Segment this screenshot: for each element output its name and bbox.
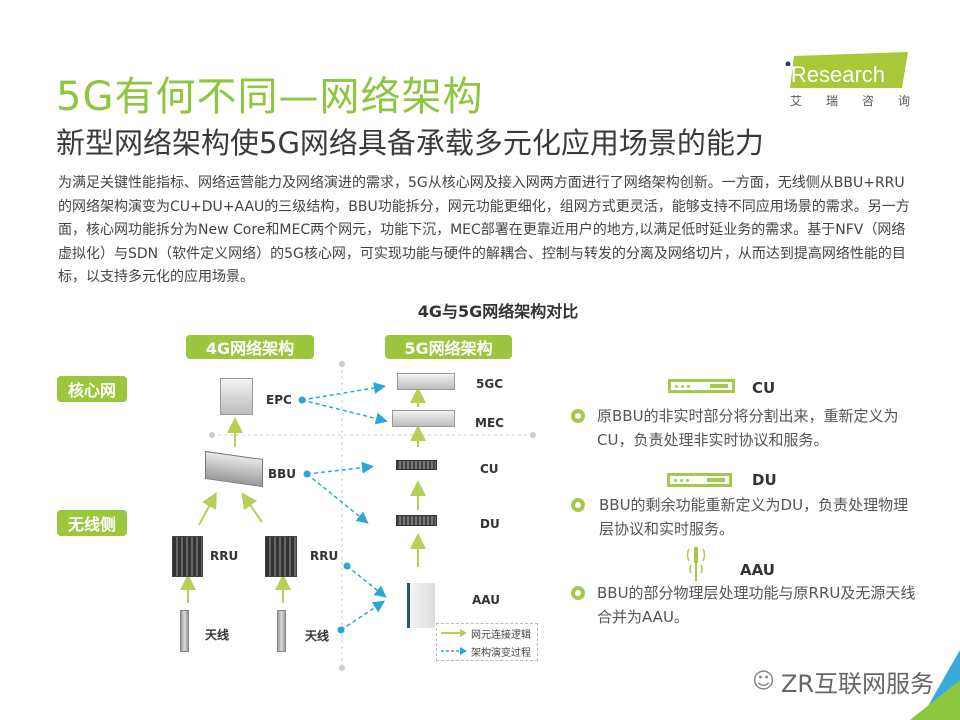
aau-heading: AAU bbox=[740, 561, 775, 579]
aau-description: BBU的部分物理层处理功能与原RRU及无源天线合并为AAU。 bbox=[597, 584, 916, 626]
diagram-title: 4G与5G网络架构对比 bbox=[417, 302, 579, 321]
logo-char: 询 bbox=[897, 94, 910, 108]
legend-solid-label: 网元连接逻辑 bbox=[471, 629, 531, 641]
aau-device bbox=[407, 583, 435, 628]
server-icon bbox=[668, 379, 735, 393]
rru-device bbox=[172, 536, 203, 577]
evolution-arrows bbox=[301, 382, 388, 631]
logo-chinese: 艾瑞咨询 bbox=[790, 92, 910, 109]
row-radio-label: 无线侧 bbox=[57, 510, 127, 536]
mec-label: MEC bbox=[475, 416, 504, 430]
mec-server bbox=[392, 410, 455, 427]
antenna-device bbox=[277, 610, 286, 652]
5gc-label: 5GC bbox=[476, 377, 504, 391]
watermark-text: ZR互联网服务 bbox=[780, 670, 935, 698]
antenna-label-2: 天线 bbox=[305, 629, 330, 643]
divider-lines bbox=[209, 361, 536, 671]
legend-solid: 网元连接逻辑 bbox=[437, 624, 537, 642]
rru-label-2: RRU bbox=[310, 549, 339, 563]
server-icon bbox=[667, 473, 732, 487]
cu-heading: CU bbox=[752, 379, 776, 397]
rru-label-1: RRU bbox=[210, 549, 239, 563]
du-server bbox=[396, 515, 437, 526]
du-description: BBU的剩余功能重新定义为DU，负责处理物理层协议和实时服务。 bbox=[599, 496, 909, 538]
logo-char: 艾 bbox=[790, 94, 803, 108]
logo-char: 咨 bbox=[861, 94, 874, 108]
bullet-icon bbox=[571, 498, 585, 512]
antenna-device bbox=[180, 610, 189, 652]
evolution-dots bbox=[298, 396, 351, 634]
column-5g-header: 5G网络架构 bbox=[385, 335, 512, 359]
intro-paragraph: 为满足关键性能指标、网络运营能力及网络演进的需求，5G从核心网及接入网两方面进行… bbox=[58, 175, 910, 286]
page-subtitle: 新型网络架构使5G网络具备承载多元化应用场景的能力 bbox=[56, 126, 764, 160]
epc-device bbox=[220, 378, 253, 415]
logo-char: 瑞 bbox=[825, 94, 838, 108]
legend-dashed-label: 架构演变过程 bbox=[471, 647, 531, 659]
5gc-server bbox=[397, 373, 455, 390]
column-4g-header: 4G网络架构 bbox=[186, 335, 314, 359]
row-core-label: 核心网 bbox=[57, 376, 127, 402]
cu-label: CU bbox=[480, 462, 499, 476]
logo-text: iResearch bbox=[786, 62, 885, 87]
antenna-label-1: 天线 bbox=[205, 628, 230, 642]
bullet-icon bbox=[571, 586, 585, 600]
epc-label: EPC bbox=[266, 393, 292, 407]
du-heading: DU bbox=[752, 471, 777, 489]
aau-label: AAU bbox=[472, 593, 500, 607]
antenna-icon bbox=[684, 545, 708, 581]
du-label: DU bbox=[480, 517, 500, 531]
bullet-icon bbox=[571, 409, 585, 423]
iresearch-logo: iResearch bbox=[784, 52, 910, 90]
connection-arrows bbox=[180, 387, 426, 603]
page-title: 5G有何不同—网络架构 bbox=[56, 74, 484, 120]
legend-dashed: 架构演变过程 bbox=[437, 642, 537, 660]
watermark: ☺ ZR互联网服务 bbox=[752, 664, 934, 699]
cu-server bbox=[396, 460, 437, 470]
bbu-label: BBU bbox=[268, 467, 297, 481]
corner-decoration bbox=[910, 650, 960, 720]
cu-description: 原BBU的非实时部分将分割出来，重新定义为CU，负责处理非实时协议和服务。 bbox=[597, 407, 899, 449]
rru-device bbox=[265, 536, 297, 577]
wechat-icon: ☺ bbox=[752, 669, 775, 694]
legend: 网元连接逻辑 架构演变过程 bbox=[436, 623, 538, 661]
